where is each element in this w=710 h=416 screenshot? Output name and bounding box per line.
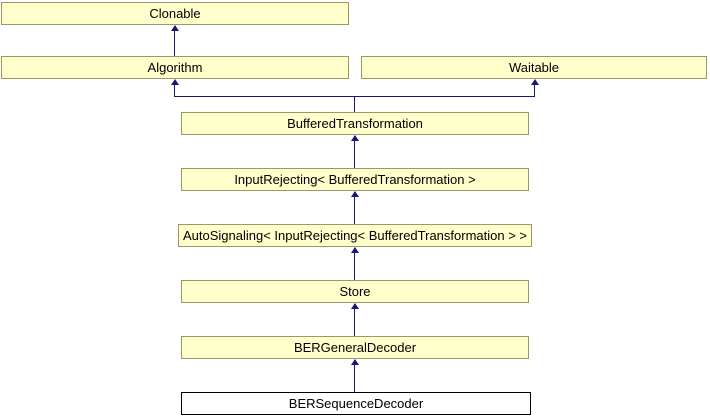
class-node-store[interactable]: Store — [181, 280, 529, 303]
inheritance-edge-algorithm-clonable — [174, 30, 175, 56]
inheritance-arrowhead-ber-general-decoder-icon — [351, 359, 359, 365]
class-node-waitable[interactable]: Waitable — [361, 56, 707, 79]
class-node-buffered-transformation[interactable]: BufferedTransformation — [181, 112, 529, 135]
class-node-clonable[interactable]: Clonable — [1, 2, 349, 25]
inheritance-arrowhead-input-rejecting-icon — [351, 191, 359, 197]
inheritance-arrowhead-algorithm-icon — [171, 79, 179, 85]
inheritance-arrowhead-buffered-transformation-icon — [351, 135, 359, 141]
inheritance-edge-junction-line — [174, 96, 535, 97]
class-node-auto-signaling[interactable]: AutoSignaling< InputRejecting< BufferedT… — [178, 224, 532, 247]
class-node-ber-sequence-decoder-current: BERSequenceDecoder — [181, 392, 531, 415]
inheritance-edge-to-waitable — [534, 84, 535, 97]
inheritance-edge-ber-sequence-decoder-ber-general-decoder — [354, 364, 355, 392]
inheritance-edge-buffered-transformation-stub — [354, 96, 355, 112]
inheritance-arrowhead-waitable-icon — [531, 79, 539, 85]
inheritance-arrowhead-clonable-icon — [171, 25, 179, 31]
class-node-algorithm[interactable]: Algorithm — [1, 56, 349, 79]
inheritance-arrowhead-store-icon — [351, 303, 359, 309]
inheritance-edge-store-auto-signaling — [354, 252, 355, 280]
inheritance-edge-auto-signaling-input-rejecting — [354, 196, 355, 224]
inheritance-edge-to-algorithm — [174, 84, 175, 97]
inheritance-edge-ber-general-decoder-store — [354, 308, 355, 336]
inheritance-edge-input-rejecting-buffered-transformation — [354, 140, 355, 168]
inheritance-arrowhead-auto-signaling-icon — [351, 247, 359, 253]
class-node-ber-general-decoder[interactable]: BERGeneralDecoder — [181, 336, 529, 359]
class-node-input-rejecting[interactable]: InputRejecting< BufferedTransformation > — [181, 168, 529, 191]
